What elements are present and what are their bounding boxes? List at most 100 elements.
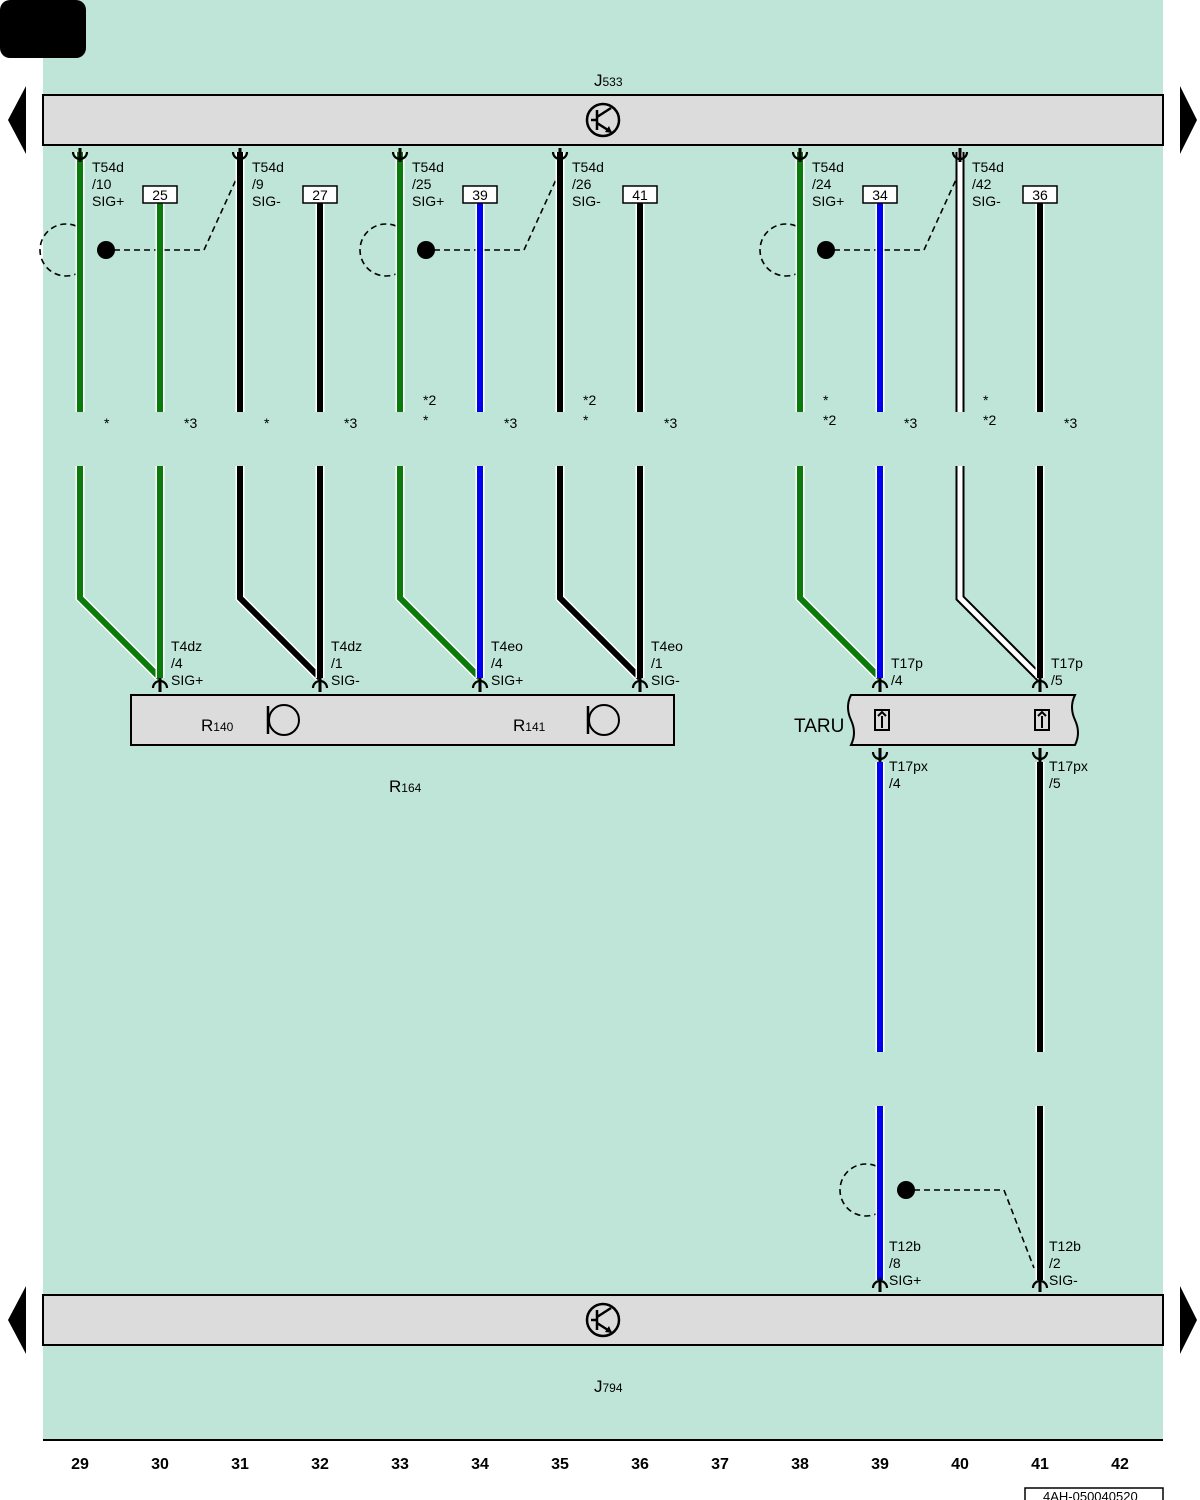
column-number: 36	[631, 1456, 649, 1473]
connector-pin-icon	[151, 678, 169, 692]
document-id: 4AH-050040520	[1043, 1489, 1138, 1500]
wire-black	[557, 466, 643, 681]
break-mark: *	[264, 415, 270, 431]
passthrough-pin-icon	[1034, 709, 1050, 731]
column-number: 38	[791, 1456, 809, 1473]
wire-ref-box	[302, 185, 338, 204]
connector-pin-icon	[1031, 1278, 1049, 1292]
wire-ref-number: 34	[872, 187, 888, 203]
column-number: 35	[551, 1456, 569, 1473]
wire-green	[797, 466, 883, 681]
column-number: 39	[871, 1456, 889, 1473]
connector-pin-icon	[471, 678, 489, 692]
connector-label: T17px/4	[889, 758, 928, 791]
wire-ref-box	[862, 185, 898, 204]
break-mark: *	[104, 415, 110, 431]
component-r141-label: R141	[513, 716, 546, 735]
wire-ref-box	[142, 185, 178, 204]
break-mark: *3	[504, 415, 517, 431]
column-number: 33	[391, 1456, 409, 1473]
module-j794-bar[interactable]	[42, 1294, 1164, 1346]
connector-pin-icon	[791, 148, 809, 162]
connector-label: T17p/5	[1051, 655, 1083, 688]
prev-page-arrow-top[interactable]	[8, 86, 26, 154]
wire-white	[957, 466, 1042, 680]
break-mark: *3	[344, 415, 357, 431]
component-r164-label: R164	[389, 777, 422, 796]
connector-pin-icon	[391, 148, 409, 162]
column-number: 37	[711, 1456, 729, 1473]
break-mark: **2	[983, 392, 996, 428]
transistor-icon	[585, 102, 621, 138]
taru-label: TARU	[794, 716, 844, 737]
document-id-box	[1024, 1487, 1164, 1500]
break-mark: *2*	[423, 392, 436, 428]
connector-pin-icon	[231, 148, 249, 162]
column-number: 41	[1031, 1456, 1049, 1473]
connector-pin-icon	[1031, 748, 1049, 762]
wire-ref-number: 36	[1032, 187, 1048, 203]
break-mark: *2*	[583, 392, 596, 428]
wire-ref-number: 41	[632, 187, 648, 203]
column-number: 29	[71, 1456, 89, 1473]
module-j533-label: J533	[594, 71, 623, 90]
connector-pin-icon	[871, 748, 889, 762]
wire-ref-number: 39	[472, 187, 488, 203]
module-j794-label: J794	[594, 1377, 623, 1396]
connector-pin-icon	[551, 148, 569, 162]
wire-black	[237, 466, 323, 681]
passthrough-pin-icon	[874, 709, 890, 731]
component-r164-block[interactable]	[130, 694, 675, 746]
break-mark: *3	[1064, 415, 1077, 431]
wire-layer	[75, 152, 1045, 1280]
column-number: 40	[951, 1456, 969, 1473]
speaker-icon	[266, 704, 300, 736]
column-number: 32	[311, 1456, 329, 1473]
wire-ref-number: 25	[152, 187, 168, 203]
connector-pin-icon	[871, 678, 889, 692]
connector-pin-icon	[631, 678, 649, 692]
column-number: 30	[151, 1456, 169, 1473]
connector-label: T17p/4	[891, 655, 923, 688]
wire-green	[77, 466, 163, 681]
component-r140-label: R140	[201, 716, 234, 735]
twisted-pair-marker	[39, 161, 1035, 1269]
next-page-arrow-top[interactable]	[1180, 86, 1197, 154]
connector-pin-icon	[871, 1278, 889, 1292]
column-number: 34	[471, 1456, 489, 1473]
break-mark: *3	[664, 415, 677, 431]
wire-ref-number: 27	[312, 187, 328, 203]
next-page-arrow-bottom[interactable]	[1180, 1286, 1197, 1354]
twisted-pair-node	[97, 241, 915, 1199]
speaker-icon	[586, 704, 620, 736]
connector-pin-icon	[1031, 678, 1049, 692]
break-mark: *3	[904, 415, 917, 431]
wire-ref-box	[1022, 185, 1058, 204]
connector-pin-icon	[951, 148, 969, 162]
break-mark: *3	[184, 415, 197, 431]
connector-pin-icon	[311, 678, 329, 692]
wire-ref-box	[462, 185, 498, 204]
wire-green	[397, 466, 483, 681]
taru-interface-block[interactable]	[847, 694, 1079, 746]
connector-pin-icon	[71, 148, 89, 162]
module-j533-bar[interactable]	[42, 94, 1164, 146]
wire-ref-box	[622, 185, 658, 204]
pin-layer	[71, 148, 1049, 1292]
connector-label: T17px/5	[1049, 758, 1088, 791]
prev-page-arrow-bottom[interactable]	[8, 1286, 26, 1354]
